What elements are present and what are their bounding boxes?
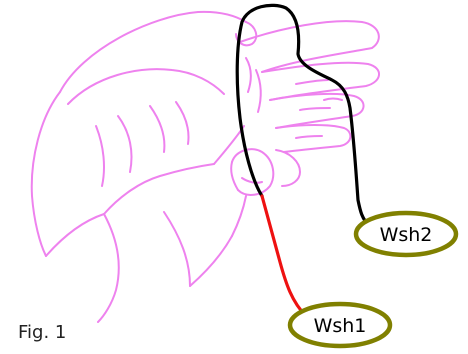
washer-wsh1: Wsh1 — [290, 304, 390, 346]
figure-caption: Fig. 1 — [18, 322, 66, 343]
red-cord — [262, 196, 306, 316]
hand-outline — [32, 12, 379, 322]
wsh1-label: Wsh1 — [314, 315, 367, 337]
wsh2-label: Wsh2 — [380, 224, 433, 246]
black-cord — [237, 5, 370, 226]
washer-wsh2: Wsh2 — [356, 213, 456, 255]
